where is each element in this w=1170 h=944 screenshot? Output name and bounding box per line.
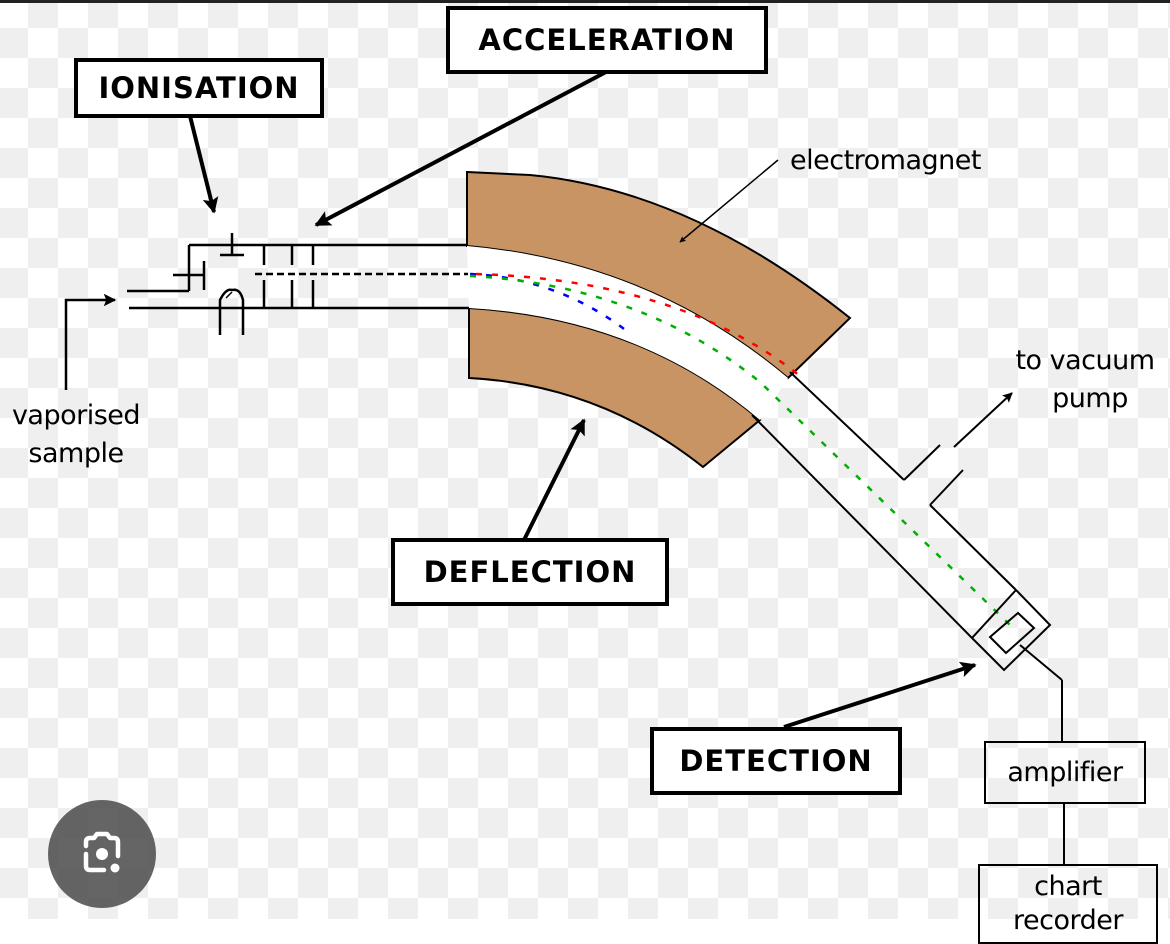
ion-beam-medium	[469, 274, 1011, 626]
flight-tube-curved-section	[467, 246, 788, 420]
vacuum-pump-label-line1: to vacuum	[1015, 345, 1155, 376]
deflection-label: DEFLECTION	[391, 538, 669, 606]
vaporised-sample-label-line1: vaporised	[11, 400, 141, 431]
ion-beam-heavy	[475, 272, 801, 377]
detection-label-text: DETECTION	[679, 744, 873, 778]
chart-recorder-label-line2: recorder	[1013, 905, 1123, 936]
checkerboard-pattern	[0, 0, 1170, 919]
detection-label: DETECTION	[650, 727, 902, 795]
vaporised-sample-label: vaporised sample	[0, 397, 156, 473]
amplifier-label: amplifier	[1007, 757, 1123, 788]
flight-tube-diagonal	[751, 371, 1063, 741]
detection-arrow	[783, 661, 977, 729]
electromagnet-label-text: electromagnet	[790, 145, 981, 176]
ionisation-chamber	[127, 233, 469, 335]
electromagnet-lower-pole	[468, 306, 762, 469]
google-lens-button[interactable]	[48, 800, 156, 908]
ionisation-label-text: IONISATION	[98, 71, 300, 105]
top-bar	[0, 0, 1170, 3]
google-lens-icon	[83, 831, 121, 873]
acceleration-arrow	[314, 70, 607, 227]
sample-inlet-arrow	[64, 293, 117, 390]
acceleration-label: ACCELERATION	[446, 6, 768, 74]
chart-recorder-box: chart recorder	[978, 864, 1158, 944]
vaporised-sample-label-line2: sample	[28, 438, 124, 469]
amplifier-box: amplifier	[984, 741, 1146, 804]
acceleration-label-text: ACCELERATION	[478, 23, 736, 57]
electromagnet-label: electromagnet	[790, 142, 981, 180]
chart-recorder-label-line1: chart	[1034, 871, 1102, 902]
deflection-label-text: DEFLECTION	[423, 555, 637, 589]
vacuum-pump-arrow	[953, 392, 1013, 448]
transparency-checkerboard	[0, 0, 1170, 919]
electromagnet-pointer	[679, 159, 779, 243]
ion-beam-light	[469, 272, 633, 336]
mass-spectrometer-diagram	[64, 70, 1065, 864]
ionisation-arrow	[188, 115, 219, 214]
deflection-arrow	[522, 418, 586, 541]
vacuum-pump-label-line2: pump	[1052, 383, 1128, 414]
ionisation-label: IONISATION	[74, 58, 324, 118]
vacuum-pump-label: to vacuum pump	[1000, 342, 1170, 418]
